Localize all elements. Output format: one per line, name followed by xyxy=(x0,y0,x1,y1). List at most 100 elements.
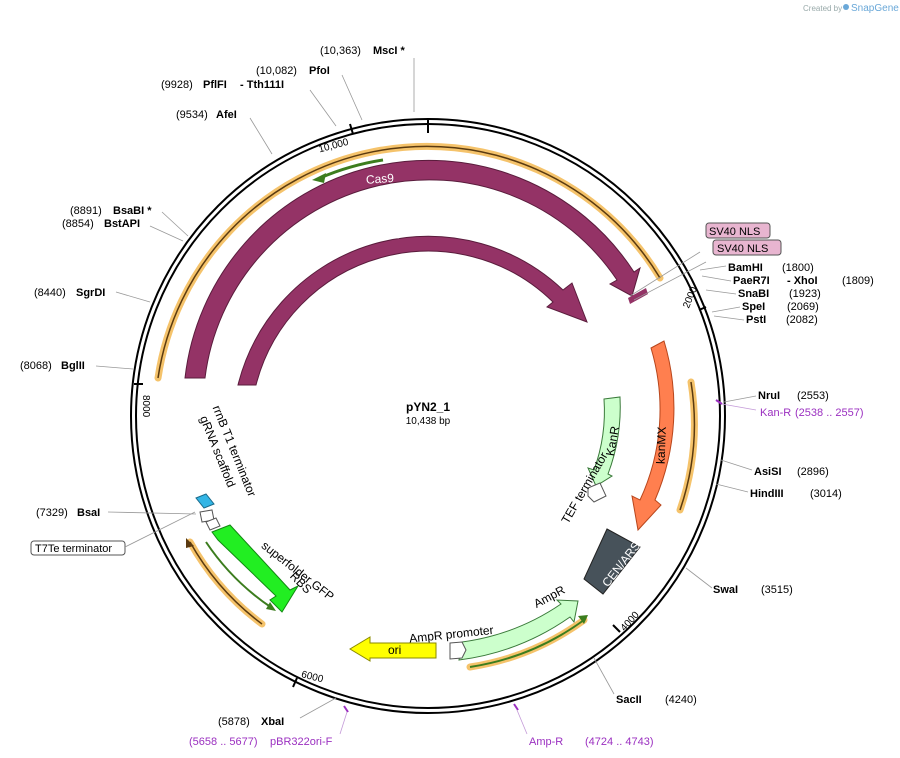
snapgene-logo-icon xyxy=(843,4,849,10)
orf-arrowhead-top xyxy=(312,173,326,183)
cas9-feature-inner[interactable] xyxy=(237,235,588,386)
site-name-bstapi[interactable]: BstAPI xyxy=(104,218,140,230)
orf-arrowhead-sfgfp xyxy=(266,602,276,611)
site-name-sacii[interactable]: SacII xyxy=(616,694,642,706)
site-name-spei[interactable]: SpeI xyxy=(742,301,765,313)
site-pos-paer7i: (1809) xyxy=(842,275,874,287)
site-pos-snabi: (1923) xyxy=(789,288,821,300)
orf-halo-kanmx xyxy=(676,378,698,514)
site-pos-bsabi: (8891) xyxy=(70,205,102,217)
leader-sgrdi xyxy=(115,291,151,303)
site-name-swai[interactable]: SwaI xyxy=(713,584,738,596)
ori-feature[interactable] xyxy=(349,636,437,662)
tick-label-10000: 10,000 xyxy=(317,137,350,156)
leader-nrui xyxy=(723,395,757,403)
kanr-feature[interactable] xyxy=(587,396,621,487)
orf-line-ampr xyxy=(469,619,585,668)
site-pos-nrui: (2553) xyxy=(797,390,829,402)
site-pos-bstapi: (8854) xyxy=(62,218,94,230)
site-pos-bamhi: (1800) xyxy=(782,262,814,274)
ampr-promoter-feature[interactable] xyxy=(449,641,467,660)
site-name-paer7i[interactable]: PaeR7I xyxy=(733,275,770,287)
t7te-terminator-box[interactable] xyxy=(30,540,126,556)
site-name-sgrdi[interactable]: SgrDI xyxy=(76,287,105,299)
sv40-nls-box-1[interactable] xyxy=(705,222,771,239)
rrnb-terminator-feature[interactable] xyxy=(195,493,215,509)
cas9-label-outer: Cas9 xyxy=(365,171,394,187)
orf-line-cas9 xyxy=(157,145,661,379)
ampr-feature[interactable] xyxy=(458,599,579,661)
t7te-leader xyxy=(124,511,196,548)
cas9-feature-outer[interactable] xyxy=(184,159,641,379)
tick-2000 xyxy=(698,306,707,311)
sv40-nls-box-2[interactable] xyxy=(712,239,782,256)
site-pos-sacii: (4240) xyxy=(665,694,697,706)
site-pos-xbai: (5878) xyxy=(218,716,250,728)
leader-bsabi xyxy=(161,211,189,237)
site-name-psti[interactable]: PstI xyxy=(746,314,766,326)
site-name-pfoi[interactable]: PfoI xyxy=(309,65,330,77)
site-pos-sgrdi: (8440) xyxy=(34,287,66,299)
sv40-nls-mark xyxy=(628,288,648,304)
site-name-xhoi[interactable]: - XhoI xyxy=(787,275,818,287)
primer-leader-pbr322 xyxy=(339,711,348,735)
kanr-label: KanR xyxy=(603,425,622,457)
site-name-mscl[interactable]: MscI * xyxy=(373,45,406,57)
orf-line-sfgfp-outer xyxy=(189,541,263,625)
site-pos-asisi: (2896) xyxy=(797,466,829,478)
sfgfp-feature[interactable] xyxy=(211,524,300,613)
site-pos-pfoi: (10,082) xyxy=(256,65,297,77)
site-name-xbai[interactable]: XbaI xyxy=(261,716,284,728)
leader-swai xyxy=(685,567,713,589)
site-name-bamhi[interactable]: BamHI xyxy=(728,262,763,274)
site-pos-mscl: (10,363) xyxy=(320,45,361,57)
primer-name-pbr322[interactable]: pBR322ori-F xyxy=(270,736,333,748)
sv40-leader-2 xyxy=(633,261,707,301)
tick-label-8000: 8000 xyxy=(140,395,151,418)
site-pos-pflfi: (9928) xyxy=(161,79,193,91)
site-name-hindiii[interactable]: HindIII xyxy=(750,488,784,500)
site-name-snabi[interactable]: SnaBI xyxy=(738,288,769,300)
leader-bstapi xyxy=(149,225,184,242)
site-pos-psti: (2082) xyxy=(786,314,818,326)
site-name-asisi[interactable]: AsiSI xyxy=(754,466,782,478)
snapgene-logo-text: SnapGene xyxy=(851,3,899,14)
leader-snabi xyxy=(705,289,737,295)
site-name-pflfi[interactable]: PflFI xyxy=(203,79,227,91)
leader-paer7i xyxy=(701,275,732,282)
leader-psti xyxy=(713,315,745,321)
leader-pfoi xyxy=(341,74,363,121)
site-pos-bsai: (7329) xyxy=(36,507,68,519)
tick-6000 xyxy=(292,677,298,688)
kanmx-feature[interactable] xyxy=(631,340,675,532)
primer-name-kanr[interactable]: Kan-R xyxy=(760,407,791,419)
primer-mark-kanr xyxy=(715,399,723,405)
leader-bglii xyxy=(95,365,134,370)
orf-line-sfgfp xyxy=(205,541,273,609)
site-name-bsai[interactable]: BsaI xyxy=(77,507,100,519)
leader-pflfi xyxy=(309,89,337,127)
site-pos-afei: (9534) xyxy=(176,109,208,121)
site-name-tth111i[interactable]: - Tth111I xyxy=(240,79,284,91)
cenars-feature[interactable] xyxy=(583,528,641,595)
leader-hindiii xyxy=(715,483,749,493)
leader-spei xyxy=(711,306,741,313)
site-pos-bglii: (8068) xyxy=(20,360,52,372)
site-pos-swai: (3515) xyxy=(761,584,793,596)
tick-4000 xyxy=(612,624,621,633)
site-name-bsabi[interactable]: BsaBI * xyxy=(113,205,152,217)
primer-mark-ampr xyxy=(513,703,519,711)
site-name-bglii[interactable]: BglII xyxy=(61,360,85,372)
tef-terminator-mark xyxy=(587,482,607,503)
primer-name-ampr[interactable]: Amp-R xyxy=(529,736,563,748)
site-name-nrui[interactable]: NruI xyxy=(758,390,780,402)
site-name-afei[interactable]: AfeI xyxy=(216,109,237,121)
primer-leader-ampr xyxy=(516,709,528,735)
tick-label-2000: 2000 xyxy=(681,285,700,310)
orf-line-kanmx xyxy=(679,381,696,511)
cas9-label-inner: Cas9 xyxy=(373,227,402,243)
tick-label-6000: 6000 xyxy=(300,669,325,685)
primer-range-ampr: (4724 .. 4743) xyxy=(585,736,654,748)
rbs-feature-mark xyxy=(205,517,221,531)
leader-asisi xyxy=(720,459,753,471)
